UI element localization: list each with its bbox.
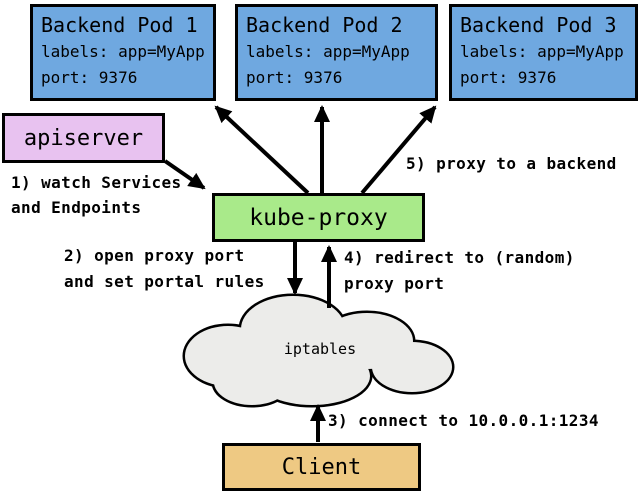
step-4-line-2: proxy port bbox=[344, 274, 445, 293]
pod-title: Backend Pod 3 bbox=[460, 13, 617, 37]
pod-labels: labels: app=MyApp bbox=[460, 42, 624, 61]
step-1-line-1: 1) watch Services bbox=[11, 173, 182, 192]
kube-proxy-box: kube-proxy bbox=[212, 193, 425, 242]
step-1-line-2: and Endpoints bbox=[11, 198, 142, 217]
backend-pod-1-box: Backend Pod 1 labels: app=MyApp port: 93… bbox=[30, 4, 216, 101]
step-1-label: 1) watch Services and Endpoints bbox=[11, 170, 182, 220]
arrow-apiserver-to-kube-proxy bbox=[163, 159, 206, 190]
step-2-label: 2) open proxy port and set portal rules bbox=[64, 243, 265, 295]
step-2-line-2: and set portal rules bbox=[64, 272, 265, 291]
step-2-line-1: 2) open proxy port bbox=[64, 246, 245, 265]
pod-port: port: 9376 bbox=[246, 68, 343, 87]
backend-pod-2-box: Backend Pod 2 labels: app=MyApp port: 93… bbox=[235, 4, 438, 101]
step-5-label: 5) proxy to a backend bbox=[406, 151, 617, 177]
apiserver-label: apiserver bbox=[23, 125, 144, 151]
step-3-label: 3) connect to 10.0.0.1:1234 bbox=[328, 408, 599, 434]
step-3-line-1: 3) connect to 10.0.0.1:1234 bbox=[328, 411, 599, 430]
step-4-label: 4) redirect to (random) proxy port bbox=[344, 245, 575, 297]
pod-title: Backend Pod 1 bbox=[41, 13, 198, 37]
pod-port: port: 9376 bbox=[41, 68, 138, 87]
kube-proxy-label: kube-proxy bbox=[249, 204, 388, 231]
pod-labels: labels: app=MyApp bbox=[246, 42, 410, 61]
arrow-kube-proxy-to-pod-3 bbox=[360, 105, 437, 195]
pod-labels: labels: app=MyApp bbox=[41, 42, 205, 61]
iptables-cloud bbox=[182, 293, 455, 408]
step-4-line-1: 4) redirect to (random) bbox=[344, 248, 575, 267]
client-box: Client bbox=[222, 443, 421, 491]
backend-pod-3-box: Backend Pod 3 labels: app=MyApp port: 93… bbox=[449, 4, 638, 101]
iptables-label: iptables bbox=[283, 340, 357, 358]
pod-port: port: 9376 bbox=[460, 68, 557, 87]
arrow-kube-proxy-to-pod-1 bbox=[214, 105, 310, 195]
pod-title: Backend Pod 2 bbox=[246, 13, 403, 37]
client-label: Client bbox=[281, 454, 362, 480]
apiserver-box: apiserver bbox=[2, 113, 165, 163]
step-5-line-1: 5) proxy to a backend bbox=[406, 154, 617, 173]
